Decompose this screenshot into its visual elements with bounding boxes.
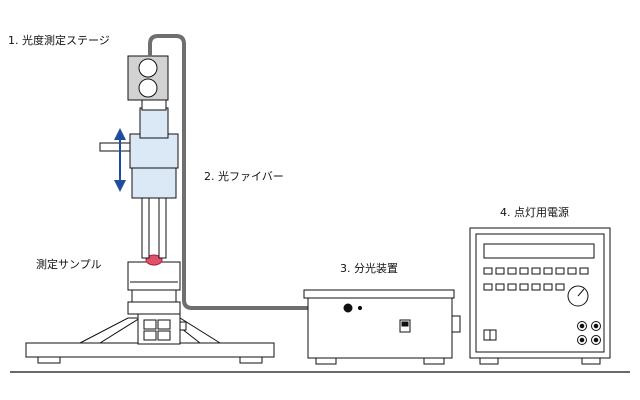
label-sample: 測定サンプル	[36, 257, 102, 271]
sample-holder-low	[127, 301, 181, 315]
detector-tube	[139, 107, 169, 139]
optical-fiber	[148, 34, 348, 310]
stage-leg-left	[79, 317, 142, 344]
sample-red	[145, 254, 163, 266]
stage-base-foot-left	[37, 356, 61, 364]
vertical-adjust-arrow	[114, 128, 126, 192]
label-power-supply: 4. 点灯用電源	[500, 205, 569, 219]
spectrometer-foot-right	[423, 357, 445, 365]
stage-base-foot-right	[239, 356, 263, 364]
power-supply-foot-right	[581, 357, 601, 365]
spectrometer-body	[307, 297, 453, 359]
stage-carriage-lower	[131, 167, 177, 199]
sample-holder-mid	[131, 289, 177, 303]
label-stage: 1. 光度測定ステージ	[8, 33, 110, 47]
power-supply-terminals	[577, 321, 601, 345]
power-supply-display	[483, 243, 595, 259]
stage-carriage-upper	[129, 133, 179, 169]
stage-knob	[179, 321, 187, 331]
label-fiber: 2. 光ファイバー	[204, 169, 284, 183]
power-supply-keys-row1	[483, 267, 589, 275]
power-supply-foot-left	[479, 357, 499, 365]
spectrometer-side-tab	[451, 315, 461, 333]
fiber-port	[343, 303, 353, 313]
power-supply	[469, 227, 611, 365]
sample-holder-top	[127, 261, 181, 291]
spectrometer-top	[303, 289, 455, 299]
detector-lens-top	[138, 58, 158, 78]
stage-rod-right	[158, 195, 167, 259]
photometric-stage	[25, 55, 275, 364]
stage-base-plate	[25, 342, 275, 358]
detector-collar	[141, 99, 167, 111]
spectrometer-foot-left	[315, 357, 337, 365]
spectrometer	[303, 289, 461, 365]
spectrometer-indicator	[357, 305, 363, 311]
stage-rod-left	[141, 195, 150, 259]
detector-lens-bottom	[138, 78, 158, 98]
label-spectrometer: 3. 分光装置	[340, 261, 398, 275]
power-supply-keys-row2	[483, 283, 565, 291]
